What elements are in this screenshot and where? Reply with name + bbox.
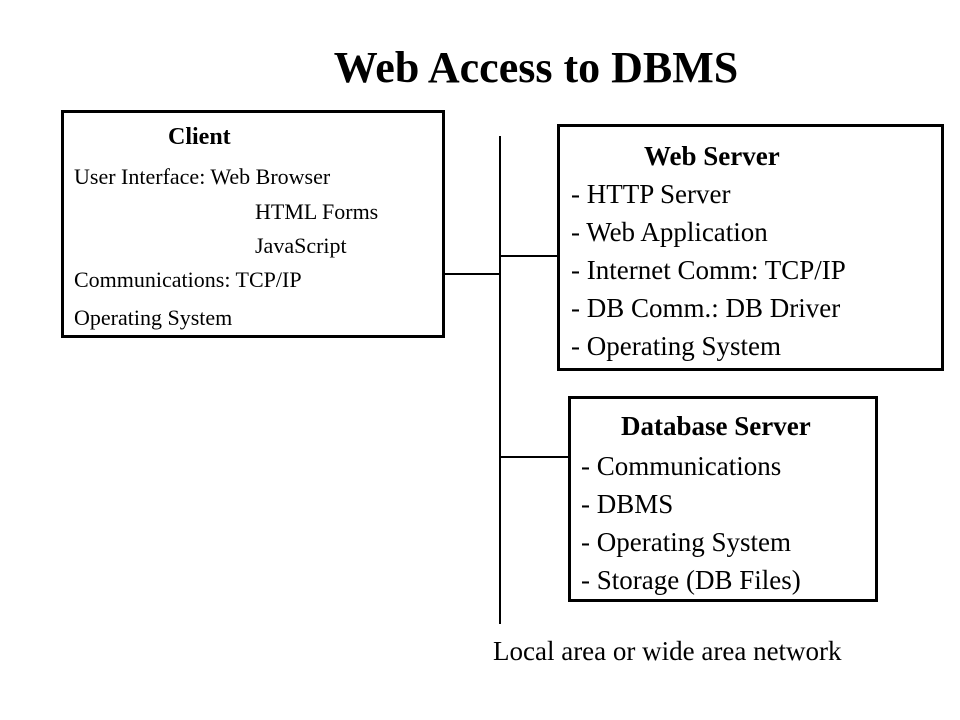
database-server-line-storage: - Storage (DB Files): [581, 565, 801, 595]
client-line-user-interface: User Interface: Web Browser: [74, 164, 331, 189]
diagram-title: Web Access to DBMS: [333, 43, 739, 92]
web-server-heading: Web Server: [644, 141, 780, 171]
client-box: Client User Interface: Web Browser HTML …: [61, 110, 445, 338]
client-connector-line: [445, 273, 500, 275]
web-server-connector-line: [500, 255, 557, 257]
client-heading: Client: [168, 124, 231, 150]
database-server-line-operating-system: - Operating System: [581, 527, 791, 557]
web-server-line-internet-comm: - Internet Comm: TCP/IP: [571, 255, 846, 285]
database-server-line-dbms: - DBMS: [581, 489, 674, 519]
client-line-communications: Communications: TCP/IP: [74, 267, 302, 292]
web-server-box: Web Server - HTTP Server - Web Applicati…: [557, 124, 944, 371]
web-server-line-operating-system: - Operating System: [571, 331, 781, 361]
database-server-box: Database Server - Communications - DBMS …: [568, 396, 878, 602]
web-server-line-web-application: - Web Application: [571, 217, 768, 247]
client-line-html-forms: HTML Forms: [255, 199, 379, 224]
network-caption: Local area or wide area network: [493, 636, 842, 666]
database-server-connector-line: [500, 456, 568, 458]
client-line-operating-system: Operating System: [74, 305, 233, 330]
web-server-line-http-server: - HTTP Server: [571, 179, 731, 209]
network-bus-line: [499, 136, 501, 624]
database-server-heading: Database Server: [621, 411, 811, 441]
web-server-line-db-comm: - DB Comm.: DB Driver: [571, 293, 841, 323]
database-server-line-communications: - Communications: [581, 451, 782, 481]
client-line-javascript: JavaScript: [255, 233, 347, 258]
